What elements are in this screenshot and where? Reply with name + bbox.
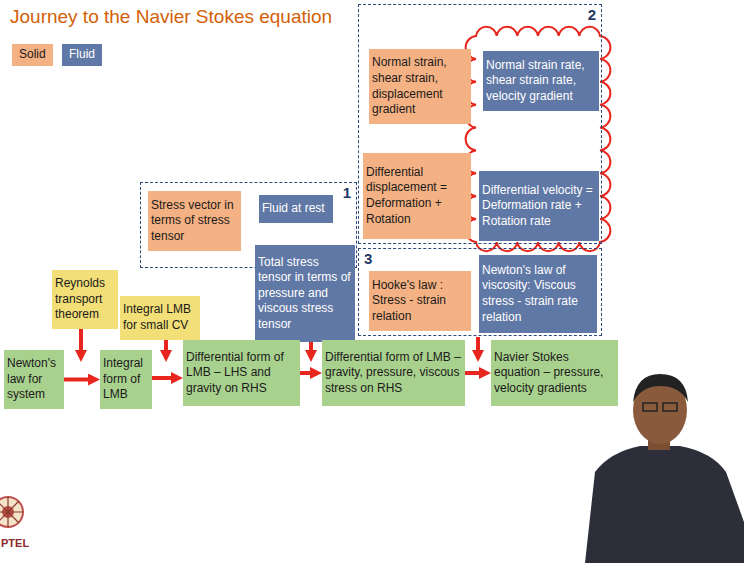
box-text: Differential form of LMB – LHS and gravi… [186,350,297,397]
nptel-logo [0,497,23,527]
legend-text: Fluid [69,47,95,63]
flow-arrow [300,371,314,375]
solid-concept-box: Differential displacement = Deformation … [363,153,471,239]
slide-title: Journey to the Navier Stokes equation [10,6,332,29]
logo-spokes [0,497,23,527]
feed-arrow [476,337,480,354]
flow-arrow [152,376,175,380]
legend-text: Solid [19,47,46,63]
box-text: Differential form of LMB – gravity, pres… [325,350,462,397]
box-text: Normal strain rate, shear strain rate, v… [486,58,596,105]
step-box: Differential form of LMB – LHS and gravi… [183,340,300,406]
legend-swatch: Solid [12,44,53,66]
fluid-concept-box: Normal strain rate, shear strain rate, v… [483,51,599,111]
step-box: Differential form of LMB – gravity, pres… [322,340,465,406]
dashed-group: 2Normal strain, shear strain, displaceme… [358,4,602,244]
solid-concept-box: Stress vector in terms of stress tensor [148,191,241,251]
box-text: Fluid at rest [262,201,330,217]
flow-arrow [465,371,483,375]
fluid-concept-box: Fluid at rest [259,195,333,223]
box-text: Hooke's law : Stress - strain relation [372,278,468,325]
highlight-cloud [466,27,611,251]
box-text: Normal strain, shear strain, displacemen… [372,55,468,117]
presenter-hair [633,374,688,402]
fluid-concept-box: Newton's law of viscosity: Viscous stres… [479,255,597,333]
callout-number: 2 [364,6,596,24]
presenter-glasses [663,403,677,411]
box-text: Integral LMB for small CV [123,302,197,333]
logo-ring [0,497,23,527]
presenter-glasses [643,403,657,411]
fluid-concept-box: Differential velocity = Deformation rate… [479,171,599,241]
dashed-group: 3Hooke's law : Stress - strain relationN… [358,248,602,336]
step-box: Navier Stokes equation – pressure, veloc… [491,340,618,406]
box-text: Reynolds transport theorem [55,276,115,323]
box-text: Differential velocity = Deformation rate… [482,183,596,230]
box-text: Differential displacement = Deformation … [366,165,468,227]
step-box: Newton's law for system [4,350,64,409]
box-text: Newton's law for system [7,356,61,403]
input-box: Reynolds transport theorem [52,270,118,329]
flow-arrow [64,378,92,382]
box-text: Integral form of LMB [103,356,149,403]
solid-concept-box: Hooke's law : Stress - strain relation [369,271,471,331]
input-box: Integral LMB for small CV [120,296,200,340]
feed-arrow [309,340,313,354]
fluid-concept-box: Total stress tensor in terms of pressure… [255,245,355,342]
box-text: Total stress tensor in terms of pressure… [258,255,352,333]
logo-text: PTEL [1,537,29,549]
presenter-shirt [585,446,744,563]
box-text: Newton's law of viscosity: Viscous stres… [482,263,594,325]
step-box: Integral form of LMB [100,350,152,409]
legend-swatch: Fluid [62,44,102,66]
solid-concept-box: Normal strain, shear strain, displacemen… [369,49,471,124]
box-text: Stress vector in terms of stress tensor [151,198,238,245]
box-text: Navier Stokes equation – pressure, veloc… [494,350,615,397]
